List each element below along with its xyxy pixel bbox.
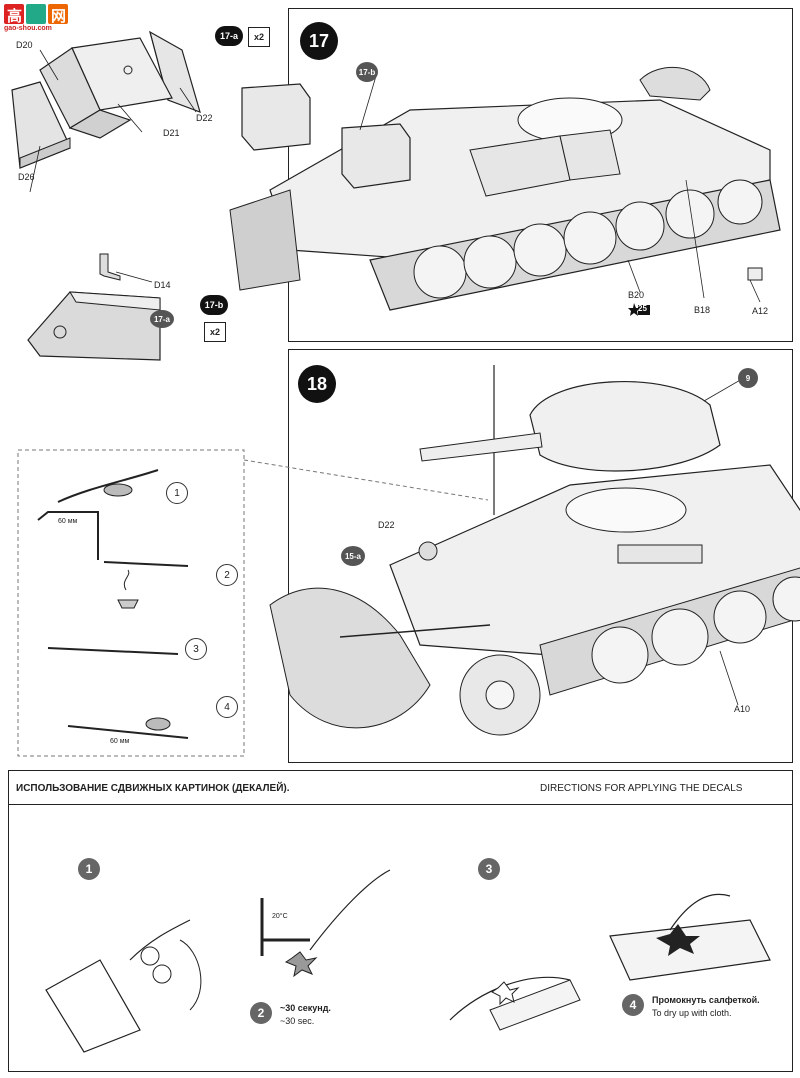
decals-panel <box>8 770 793 1072</box>
part-label-b20: B20 <box>628 290 645 300</box>
inset-dimension-60mm-2: 60 мм <box>110 738 130 745</box>
step-17-panel <box>288 8 793 342</box>
inset-dimension-60mm-1: 60 мм <box>58 518 78 525</box>
part-label-a12: A12 <box>752 306 769 316</box>
part-d14-box-drawing <box>27 253 161 361</box>
logo-url: gao-shou.com <box>4 25 52 32</box>
decal-step4-ru: Промокнуть салфеткой. <box>652 995 760 1005</box>
callout-9: 9 <box>738 368 758 388</box>
cable-instructions-inset-frame <box>17 449 489 757</box>
decal-step-2: 2 <box>250 1002 272 1024</box>
decal-star-icon <box>628 303 650 316</box>
subassembly-17b-badge: 17-b <box>200 295 228 315</box>
part-label-d21: D21 <box>163 128 180 138</box>
callout-17b: 17-b <box>356 62 378 82</box>
callout-17a: 17-a <box>150 310 174 328</box>
decal-temp-label: 20°C <box>272 913 288 920</box>
site-logo: 高 网 gao-shou.com <box>4 4 70 36</box>
multiplier-17a: x2 <box>248 27 270 47</box>
decal-step-3: 3 <box>478 858 500 880</box>
part-label-a10: A10 <box>734 704 751 714</box>
part-label-d20: D20 <box>16 40 33 50</box>
part-label-d22: D22 <box>196 113 213 123</box>
callout-15a: 15-a <box>341 546 365 566</box>
inset-step-3: 3 <box>185 638 207 660</box>
tank-hull-step17-drawing <box>229 66 781 311</box>
decal-number-label: 25 <box>638 304 647 313</box>
decal-application-drawings <box>45 869 771 1053</box>
inset-step-4: 4 <box>216 696 238 718</box>
part-label-d22-step18: D22 <box>378 520 395 530</box>
part-d20-d21-d22-d26-drawing <box>11 30 201 193</box>
inset-step-2: 2 <box>216 564 238 586</box>
decal-step-4: 4 <box>622 994 644 1016</box>
decals-title-en: DIRECTIONS FOR APPLYING THE DECALS <box>540 783 743 794</box>
decals-title-ru: ИСПОЛЬЗОВАНИЕ СДВИЖНЫХ КАРТИНОК (ДЕКАЛЕЙ… <box>16 783 290 794</box>
decal-step4-en: To dry up with cloth. <box>652 1008 732 1018</box>
step-17-number: 17 <box>300 22 338 60</box>
subassembly-17a-badge: 17-a <box>215 26 243 46</box>
step-18-number: 18 <box>298 365 336 403</box>
decal-step-1: 1 <box>78 858 100 880</box>
logo-char-2: 网 <box>51 8 67 25</box>
decal-step2-en: ~30 sec. <box>280 1016 315 1026</box>
inset-step-1: 1 <box>166 482 188 504</box>
logo-char-1: 高 <box>7 8 23 25</box>
tank-assembly-step18-drawing <box>269 365 800 736</box>
part-label-d14: D14 <box>154 280 171 290</box>
part-label-b18: B18 <box>694 305 711 315</box>
decals-divider <box>8 804 793 805</box>
part-label-d26: D26 <box>18 172 35 182</box>
decal-step2-ru: ~30 секунд. <box>280 1003 331 1013</box>
multiplier-17b: x2 <box>204 322 226 342</box>
